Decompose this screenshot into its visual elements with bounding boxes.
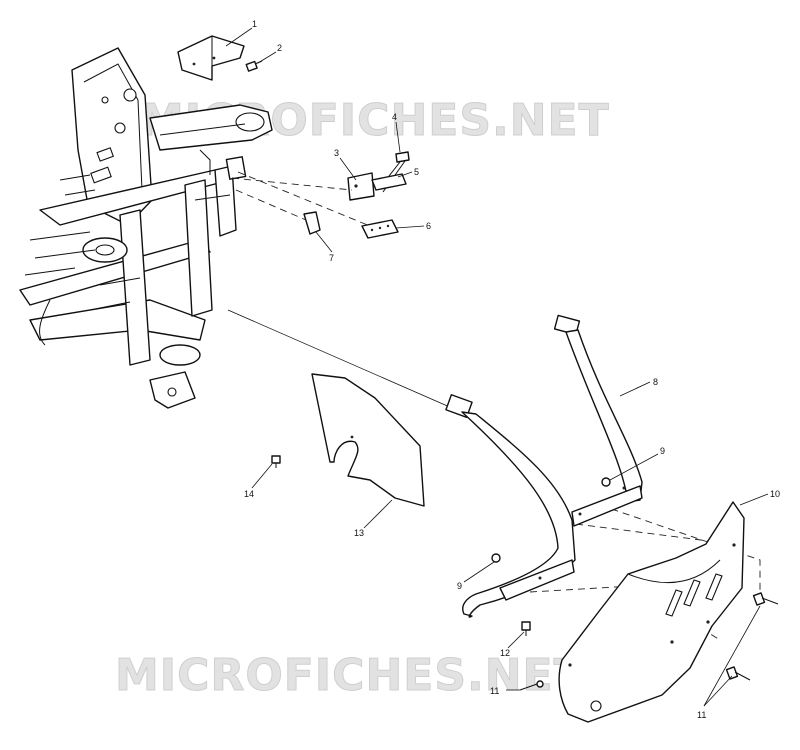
- callout-9-lower: 9: [457, 581, 462, 591]
- callout-5: 5: [414, 167, 419, 177]
- part-3-plate: [347, 172, 375, 201]
- callout-numbers: 1 2 3 4 5 6 7 8 9 9 10 11 11 12 13 14: [244, 19, 780, 720]
- callout-4: 4: [392, 112, 397, 122]
- callout-10: 10: [770, 489, 780, 499]
- callout-8: 8: [653, 377, 658, 387]
- part-10-skid-plate: [558, 501, 745, 723]
- callout-3: 3: [334, 148, 339, 158]
- explode-line: [231, 177, 353, 191]
- callout-13: 13: [354, 528, 364, 538]
- vehicle-frame: [19, 47, 273, 409]
- part-8-bumper: [445, 314, 643, 618]
- callout-11-right: 11: [697, 710, 706, 720]
- part-9-nut-lower: [491, 553, 501, 563]
- part-7-clip: [303, 211, 321, 235]
- part-2-bolt: [245, 60, 263, 72]
- callout-1: 1: [252, 19, 257, 29]
- callout-6: 6: [426, 221, 431, 231]
- callout-2: 2: [277, 43, 282, 53]
- part-11-bolt-left: [519, 680, 544, 691]
- part-14-bolt: [271, 455, 281, 468]
- watermark-bottom: MICROFICHES.NET: [115, 650, 585, 701]
- part-5-plate: [371, 173, 407, 191]
- callout-12: 12: [500, 648, 510, 658]
- callout-7: 7: [329, 253, 334, 263]
- part-1-bracket: [177, 35, 245, 81]
- callout-leaders: [225, 27, 769, 707]
- part-12-bolt: [521, 621, 531, 636]
- callout-9-upper: 9: [660, 446, 665, 456]
- callout-11-left: 11: [490, 686, 499, 696]
- part-13-panel: [311, 373, 425, 507]
- alignment-line: [227, 309, 453, 409]
- explode-line: [235, 189, 307, 221]
- callout-14: 14: [244, 489, 254, 499]
- part-6-block: [361, 219, 399, 239]
- explode-line: [599, 504, 761, 595]
- part-11-bolt-lower-right: [725, 666, 751, 681]
- part-11-bolt-upper-right: [752, 592, 779, 606]
- part-9-nut-upper: [601, 477, 611, 487]
